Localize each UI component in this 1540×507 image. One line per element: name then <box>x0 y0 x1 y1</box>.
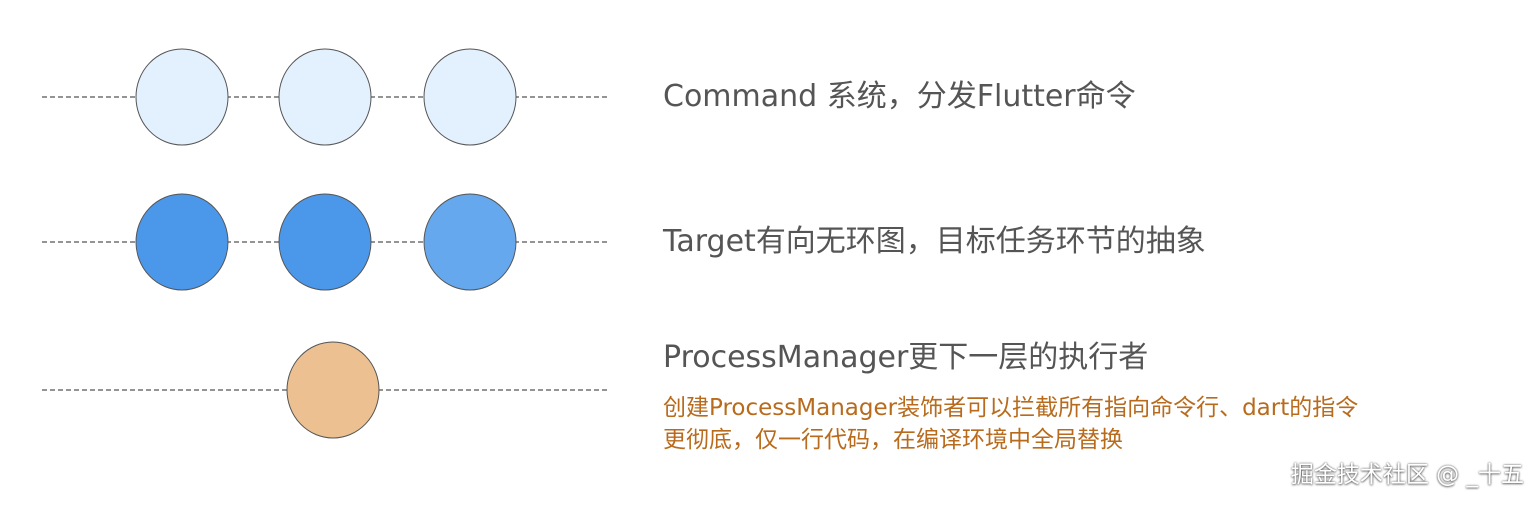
command-label: Command 系统，分发Flutter命令 <box>663 79 1136 114</box>
command-circle-2 <box>278 48 372 146</box>
process-note-line-2: 更彻底，仅一行代码，在编译环境中全局替换 <box>663 427 1123 453</box>
target-label: Target有向无环图，目标任务环节的抽象 <box>663 224 1206 259</box>
target-circle-1 <box>135 193 229 291</box>
command-circle-3 <box>423 48 517 146</box>
process-manager-label: ProcessManager更下一层的执行者 <box>663 340 1149 375</box>
command-circle-1 <box>135 48 229 146</box>
process-circle <box>286 341 380 439</box>
target-circle-2 <box>278 193 372 291</box>
target-circle-3 <box>423 193 517 291</box>
process-note-line-1: 创建ProcessManager装饰者可以拦截所有指向命令行、dart的指令 <box>663 395 1359 421</box>
watermark: 掘金技术社区 @ _十五 <box>1290 462 1524 488</box>
